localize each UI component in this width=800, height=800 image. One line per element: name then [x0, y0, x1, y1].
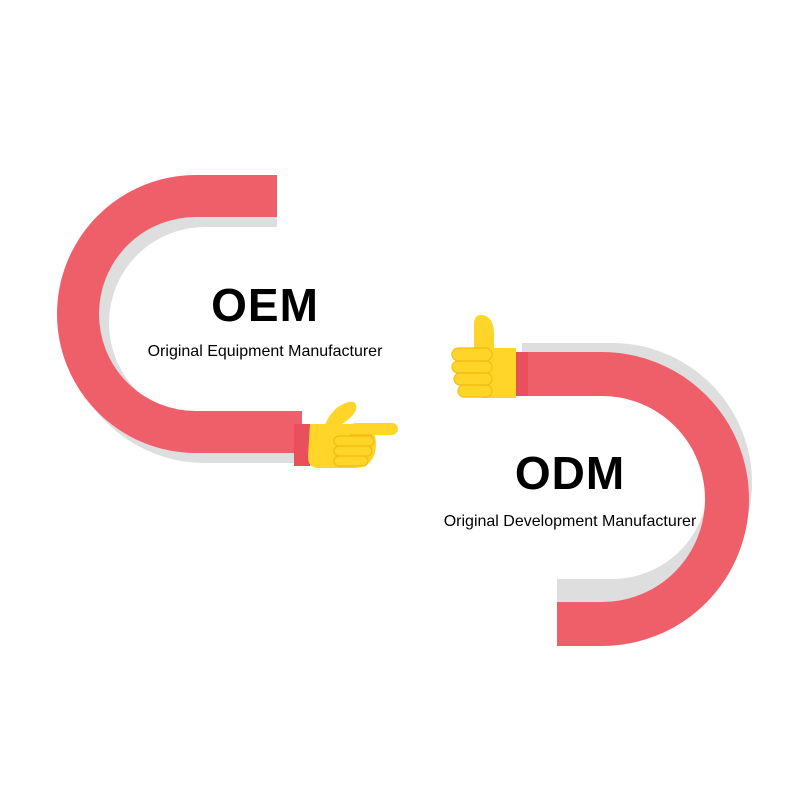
odm-arm [514, 343, 752, 646]
odm-full-name: Original Development Manufacturer [443, 513, 697, 530]
odm-arm-body [522, 352, 749, 646]
oem-arm [57, 175, 310, 466]
oem-label-group: OEM Original Equipment Manufacturer [115, 278, 415, 362]
odm-cuff [514, 352, 528, 396]
oem-acronym: OEM [211, 279, 319, 331]
oem-cuff [294, 424, 310, 466]
oem-full-name: Original Equipment Manufacturer [147, 343, 383, 360]
thumbs-up-icon [451, 314, 516, 398]
oem-arm-body [57, 175, 302, 453]
odm-label-group: ODM Original Development Manufacturer [410, 446, 730, 532]
odm-acronym: ODM [514, 447, 626, 499]
pointing-hand-icon [308, 401, 398, 468]
